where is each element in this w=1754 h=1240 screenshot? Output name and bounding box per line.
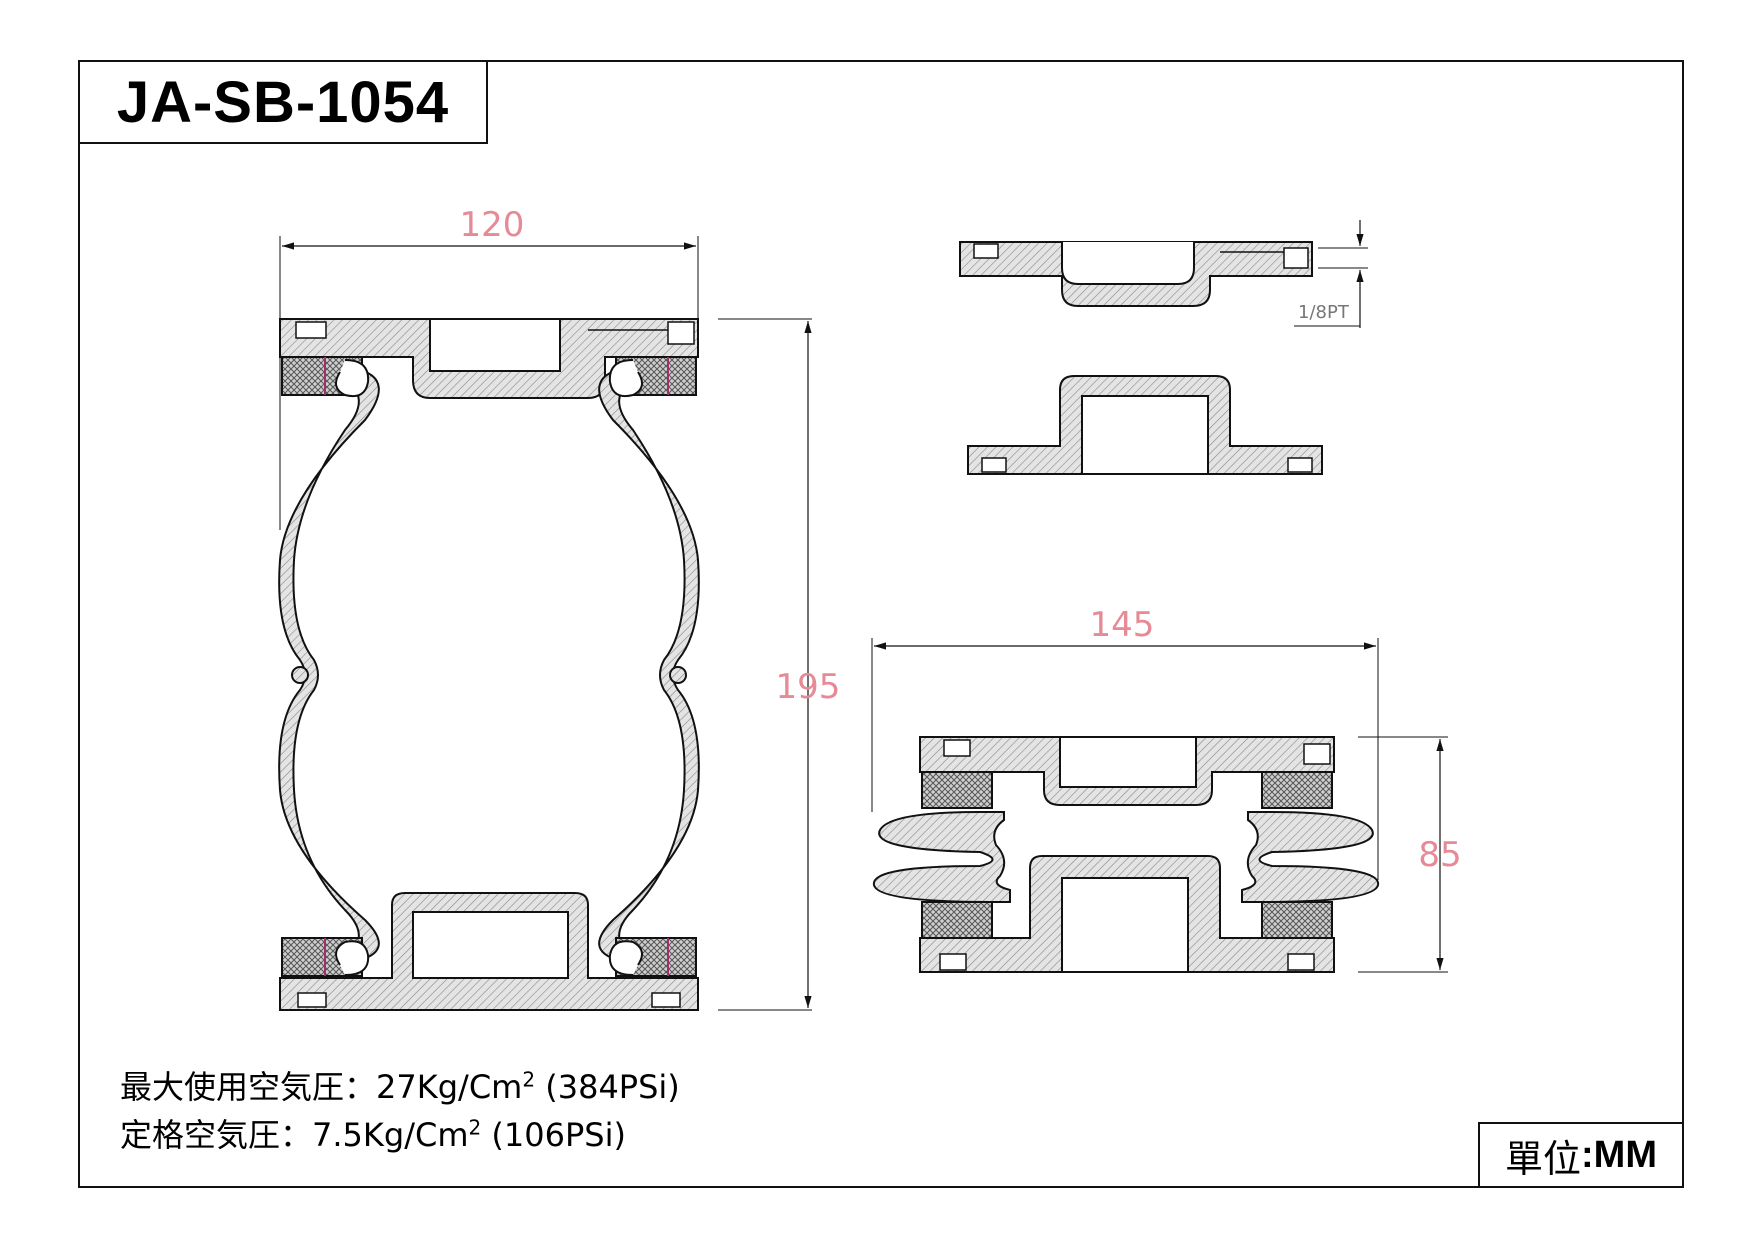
part-number: JA-SB-1054: [116, 69, 450, 135]
rated-pressure-exp: 2: [468, 1115, 482, 1140]
rated-pressure-psi: (106PSi): [481, 1116, 626, 1154]
main-bottom-recess: [412, 911, 569, 979]
unit-value: :MM: [1581, 1133, 1657, 1176]
dim-height-main: 195: [776, 667, 841, 707]
top-plate-detail: 1/8PT: [959, 220, 1368, 328]
port-label: 1/8PT: [1298, 302, 1350, 323]
max-pressure-label: 最大使用空気圧：: [120, 1068, 377, 1106]
max-pressure-exp: 2: [522, 1067, 536, 1092]
unit-block: 單位:MM: [1478, 1122, 1684, 1188]
main-view: 120 195: [278, 205, 841, 1011]
dim-height-compressed: 85: [1418, 835, 1461, 875]
drawing-frame: [78, 60, 1684, 1188]
main-top-recess: [429, 318, 561, 372]
rated-pressure-spec: 定格空気圧：7.5Kg/Cm2 (106PSi): [120, 1110, 626, 1156]
rated-pressure-label: 定格空気圧：: [120, 1116, 313, 1154]
max-pressure-psi: (384PSi): [535, 1068, 680, 1106]
max-pressure-value: 27Kg/Cm: [376, 1068, 523, 1106]
bottom-plate-detail: [967, 375, 1323, 475]
main-bellows: [278, 368, 380, 961]
rated-pressure-value: 7.5Kg/Cm: [312, 1116, 469, 1154]
dim-width-compressed: 145: [1090, 605, 1155, 645]
max-pressure-spec: 最大使用空気圧：27Kg/Cm2 (384PSi): [120, 1062, 680, 1108]
dim-width-main: 120: [460, 205, 525, 245]
main-bellows-right: [598, 368, 700, 961]
unit-label: 單位: [1505, 1136, 1582, 1181]
title-block: JA-SB-1054: [78, 60, 488, 144]
compressed-view: 145 85: [871, 605, 1462, 973]
